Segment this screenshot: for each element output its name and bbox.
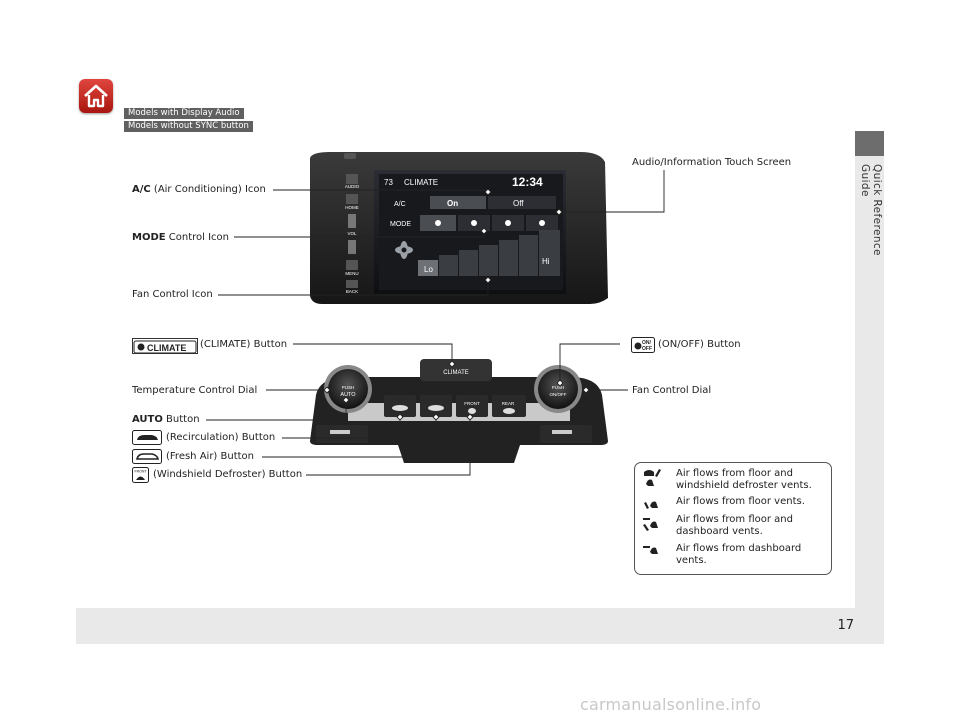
front-defrost-hard-button[interactable] bbox=[456, 395, 488, 417]
left-hard-buttons[interactable] bbox=[346, 174, 358, 288]
climate-button-chip: CLIMATE bbox=[132, 338, 198, 354]
auto-button-label: AUTO Button bbox=[132, 414, 200, 425]
onoff-chip-on: ON/ bbox=[642, 340, 652, 346]
climate-button-label: (CLIMATE) Button bbox=[200, 339, 288, 350]
footer-bar bbox=[76, 608, 884, 644]
fan-dial-onoff: ON/OFF bbox=[550, 392, 567, 397]
climate-hard-button[interactable] bbox=[420, 359, 492, 381]
fan-icon bbox=[395, 241, 413, 259]
fan-bar bbox=[418, 260, 438, 276]
fresh-air-label: (Fresh Air) Button bbox=[166, 451, 255, 462]
menu-key-label: MENU bbox=[345, 271, 358, 276]
ac-off-button[interactable] bbox=[488, 196, 556, 209]
models-tag-without-sync[interactable]: Models without SYNC button bbox=[124, 121, 253, 132]
front-chip-label: FRONT bbox=[134, 470, 147, 474]
legend-item-dashboard: Air flows from dashboard vents. bbox=[676, 543, 802, 566]
ac-icon-label: A/C (Air Conditioning) Icon bbox=[132, 184, 266, 195]
fan-bar bbox=[499, 240, 518, 276]
touch-screen-label: Audio/Information Touch Screen bbox=[632, 157, 792, 168]
mode-control-label: MODE Control Icon bbox=[132, 232, 230, 243]
onoff-chip-off: OFF bbox=[642, 346, 652, 352]
temp-dial-push: PUSH bbox=[342, 385, 355, 390]
airflow-legend-icons bbox=[643, 469, 661, 554]
floor-defrost-mode-icon bbox=[644, 469, 661, 486]
legend-item-floor-defrost: Air flows from floor and windshield defr… bbox=[676, 468, 812, 491]
fan-control-icon-label: Fan Control Icon bbox=[132, 289, 213, 300]
sidebar-section-marker bbox=[855, 131, 884, 156]
fan-dial-push: PUSH bbox=[552, 385, 565, 390]
temp-readout: 73 bbox=[384, 178, 393, 187]
fan-icon bbox=[137, 343, 145, 351]
onoff-button-label: (ON/OFF) Button bbox=[658, 339, 741, 350]
fan-bar bbox=[479, 245, 498, 276]
defroster-icon bbox=[136, 476, 145, 480]
fan-lo-label: Lo bbox=[424, 265, 433, 274]
back-key-label: BACK bbox=[346, 289, 358, 294]
mode-label: MODE bbox=[390, 221, 411, 228]
fan-bar bbox=[539, 230, 560, 276]
temp-dial-auto: AUTO bbox=[340, 392, 356, 398]
fresh-air-chip bbox=[132, 449, 162, 464]
fan-icon bbox=[634, 342, 642, 350]
floor-mode-icon bbox=[644, 501, 658, 509]
fan-bar bbox=[459, 250, 478, 276]
screen-title: CLIMATE bbox=[404, 178, 438, 187]
legend-item-floor-dashboard: Air flows from floor and dashboard vents… bbox=[676, 514, 793, 537]
clock: 12:34 bbox=[512, 175, 543, 189]
recirculation-icon bbox=[137, 435, 158, 440]
floor-dashboard-mode-icon bbox=[643, 518, 658, 531]
ac-off-label: Off bbox=[513, 199, 524, 208]
fan-bar bbox=[519, 235, 538, 276]
dashboard-mode-icon bbox=[643, 546, 658, 554]
fan-bar bbox=[439, 255, 458, 276]
rear-hard-label: REAR bbox=[502, 401, 515, 406]
rear-defrost-hard-button[interactable] bbox=[492, 395, 526, 417]
vol-key-label: VOL bbox=[347, 231, 357, 236]
home-icon bbox=[84, 84, 108, 108]
onoff-button-chip: ON/ OFF bbox=[631, 337, 655, 353]
home-key-label: HOME bbox=[345, 205, 359, 210]
touch-screen-unit: AUDIO HOME VOL MENU BACK 73 CLIMATE 12:3… bbox=[310, 152, 608, 304]
page-number: 17 bbox=[837, 618, 854, 633]
fan-dial-label: Fan Control Dial bbox=[632, 385, 712, 396]
ac-label: A/C bbox=[394, 201, 406, 208]
defroster-chip: FRONT bbox=[132, 467, 149, 483]
legend-item-floor: Air flows from floor vents. bbox=[676, 496, 805, 507]
sidebar bbox=[855, 131, 884, 644]
temperature-dial-label: Temperature Control Dial bbox=[132, 385, 258, 396]
front-hard-label: FRONT bbox=[464, 401, 480, 406]
ac-on-button[interactable] bbox=[430, 196, 486, 209]
ac-on-label: On bbox=[447, 199, 458, 208]
climate-control-panel: CLIMATE PUSH AUTO PUSH ON/OFF FRONT REAR bbox=[310, 359, 608, 463]
fan-hi-label: Hi bbox=[542, 257, 550, 266]
section-title: Quick Reference Guide bbox=[859, 164, 883, 256]
models-tag-display-audio[interactable]: Models with Display Audio bbox=[124, 108, 244, 119]
fresh-air-icon bbox=[136, 453, 160, 460]
airflow-legend bbox=[634, 462, 832, 575]
climate-hard-label: CLIMATE bbox=[443, 370, 469, 376]
recirculation-chip bbox=[132, 430, 162, 445]
home-button[interactable] bbox=[79, 79, 113, 113]
recirculation-label: (Recirculation) Button bbox=[166, 432, 276, 443]
audio-key-label: AUDIO bbox=[345, 184, 360, 189]
climate-chip-label: CLIMATE bbox=[147, 343, 186, 353]
fan-level-bars[interactable] bbox=[418, 230, 560, 276]
watermark: carmanualsonline.info bbox=[580, 695, 762, 714]
defroster-label: (Windshield Defroster) Button bbox=[153, 469, 303, 480]
